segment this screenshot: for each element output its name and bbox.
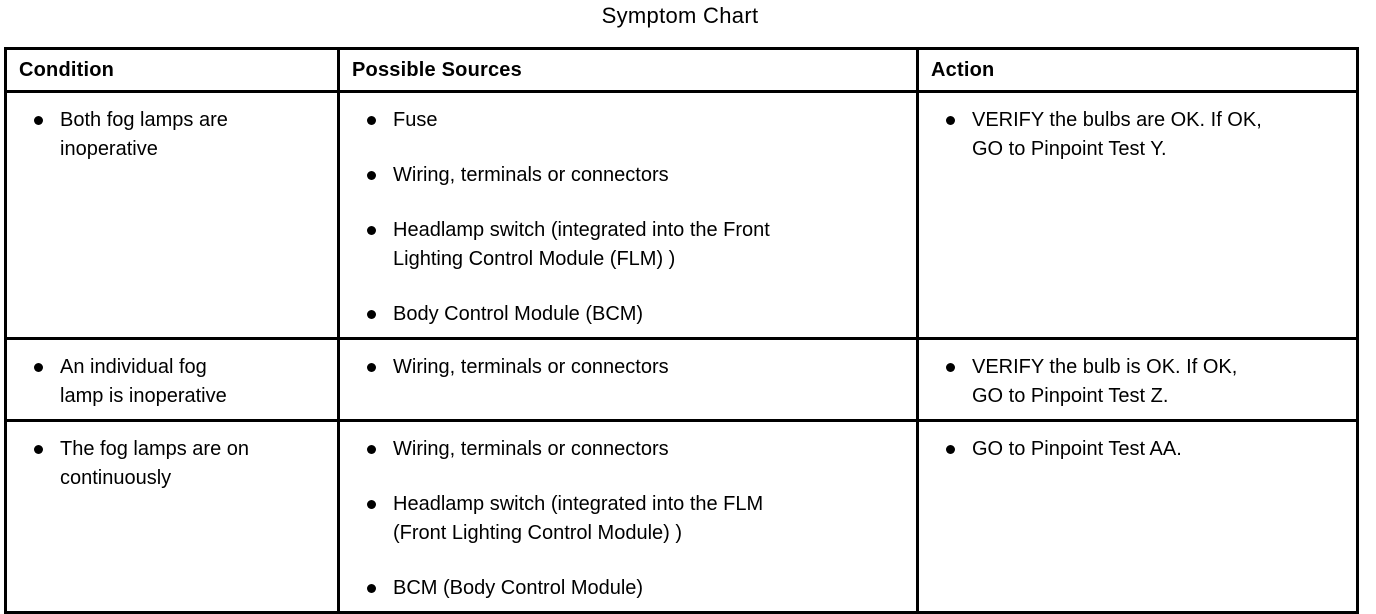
bullet-icon <box>367 171 376 180</box>
list-item-text: VERIFY the bulbs are OK. If OK, GO to Pi… <box>972 109 1262 160</box>
condition-cell: The fog lamps are on continuously <box>4 419 340 614</box>
header-cell-possible-sources: Possible Sources <box>337 47 919 93</box>
list-item-text: Wiring, terminals or connectors <box>393 438 669 460</box>
bullet-icon <box>34 116 43 125</box>
bullet-icon <box>367 310 376 319</box>
list-item: VERIFY the bulbs are OK. If OK, GO to Pi… <box>946 106 1348 164</box>
list-item-text: The fog lamps are on continuously <box>60 438 249 489</box>
list-item-text: Fuse <box>393 109 438 131</box>
list-item: Wiring, terminals or connectors <box>367 161 908 190</box>
page-title: Symptom Chart <box>601 3 759 28</box>
list-item: GO to Pinpoint Test AA. <box>946 435 1348 464</box>
list-item-text: Wiring, terminals or connectors <box>393 164 669 186</box>
list-item-text: Body Control Module (BCM) <box>393 303 644 325</box>
table-row: An individual fog lamp is inoperative Wi… <box>4 337 1359 422</box>
header-cell-action: Action <box>916 47 1359 93</box>
bullet-icon <box>34 445 43 454</box>
action-cell: VERIFY the bulbs are OK. If OK, GO to Pi… <box>916 90 1359 340</box>
list-item-text: BCM (Body Control Module) <box>393 577 644 599</box>
list-item: VERIFY the bulb is OK. If OK, GO to Pinp… <box>946 353 1348 411</box>
list-item: Both fog lamps are inoperative <box>34 106 329 164</box>
bullet-icon <box>367 584 376 593</box>
bullet-icon <box>946 363 955 372</box>
list-item-text: Both fog lamps are inoperative <box>60 109 228 160</box>
list-item-text: VERIFY the bulb is OK. If OK, GO to Pinp… <box>972 356 1238 407</box>
list-item: Headlamp switch (integrated into the FLM… <box>367 490 908 548</box>
list-item-text: An individual fog lamp is inoperative <box>60 356 227 407</box>
bullet-icon <box>367 445 376 454</box>
condition-cell: An individual fog lamp is inoperative <box>4 337 340 422</box>
sources-cell: Wiring, terminals or connectors Headlamp… <box>337 419 919 614</box>
sources-cell: Wiring, terminals or connectors <box>337 337 919 422</box>
table-row: The fog lamps are on continuously Wiring… <box>4 419 1359 614</box>
table-row: Both fog lamps are inoperative Fuse Wiri… <box>4 90 1359 340</box>
header-row: Condition Possible Sources Action <box>4 47 1359 93</box>
bullet-icon <box>367 226 376 235</box>
bullet-icon <box>34 363 43 372</box>
bullet-icon <box>946 116 955 125</box>
header-cell-condition: Condition <box>4 47 340 93</box>
list-item: BCM (Body Control Module) <box>367 574 908 603</box>
list-item-text: Headlamp switch (integrated into the Fro… <box>393 219 770 270</box>
action-cell: GO to Pinpoint Test AA. <box>916 419 1359 614</box>
bullet-icon <box>367 500 376 509</box>
bullet-icon <box>367 116 376 125</box>
list-item: An individual fog lamp is inoperative <box>34 353 329 411</box>
list-item-text: Headlamp switch (integrated into the FLM… <box>393 493 764 544</box>
list-item-text: Wiring, terminals or connectors <box>393 356 669 378</box>
action-cell: VERIFY the bulb is OK. If OK, GO to Pinp… <box>916 337 1359 422</box>
list-item: Wiring, terminals or connectors <box>367 353 908 382</box>
list-item-text: GO to Pinpoint Test AA. <box>972 438 1182 460</box>
list-item: Wiring, terminals or connectors <box>367 435 908 464</box>
condition-cell: Both fog lamps are inoperative <box>4 90 340 340</box>
list-item: The fog lamps are on continuously <box>34 435 329 493</box>
list-item: Headlamp switch (integrated into the Fro… <box>367 216 908 274</box>
symptom-chart-table: Condition Possible Sources Action Both f… <box>4 47 1359 614</box>
sources-cell: Fuse Wiring, terminals or connectors Hea… <box>337 90 919 340</box>
list-item: Body Control Module (BCM) <box>367 300 908 329</box>
list-item: Fuse <box>367 106 908 135</box>
bullet-icon <box>946 445 955 454</box>
bullet-icon <box>367 363 376 372</box>
